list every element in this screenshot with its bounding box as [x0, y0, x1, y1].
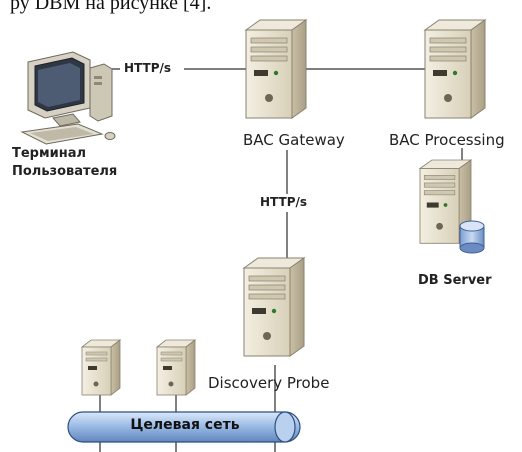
database-icon	[459, 220, 485, 254]
db-server-label: DB Server	[418, 273, 492, 288]
bac-processing-label: BAC Processing	[389, 131, 505, 149]
db-server-icon	[419, 159, 485, 254]
bac-processing-server-icon	[424, 19, 486, 119]
discovery-probe-label: Discovery Probe	[208, 374, 330, 392]
computer-icon	[20, 51, 116, 145]
target-network-pipe	[67, 411, 301, 443]
bac-gateway-server-icon	[245, 19, 307, 119]
header-text: ру DBM на рисунке [4].	[10, 0, 212, 14]
terminal-label-line2: Пользователя	[12, 164, 118, 179]
edge-label-terminal-gateway: HTTP/s	[124, 61, 172, 75]
bac-gateway-label: BAC Gateway	[243, 131, 345, 149]
network-node-server-icon	[81, 339, 121, 396]
target-network-label: Целевая сеть	[130, 417, 240, 433]
discovery-probe-server-icon	[243, 257, 305, 357]
network-node-server-icon	[156, 339, 196, 396]
edge-label-gateway-probe: HTTP/s	[260, 195, 308, 209]
terminal-label-line1: Терминал	[12, 146, 87, 161]
